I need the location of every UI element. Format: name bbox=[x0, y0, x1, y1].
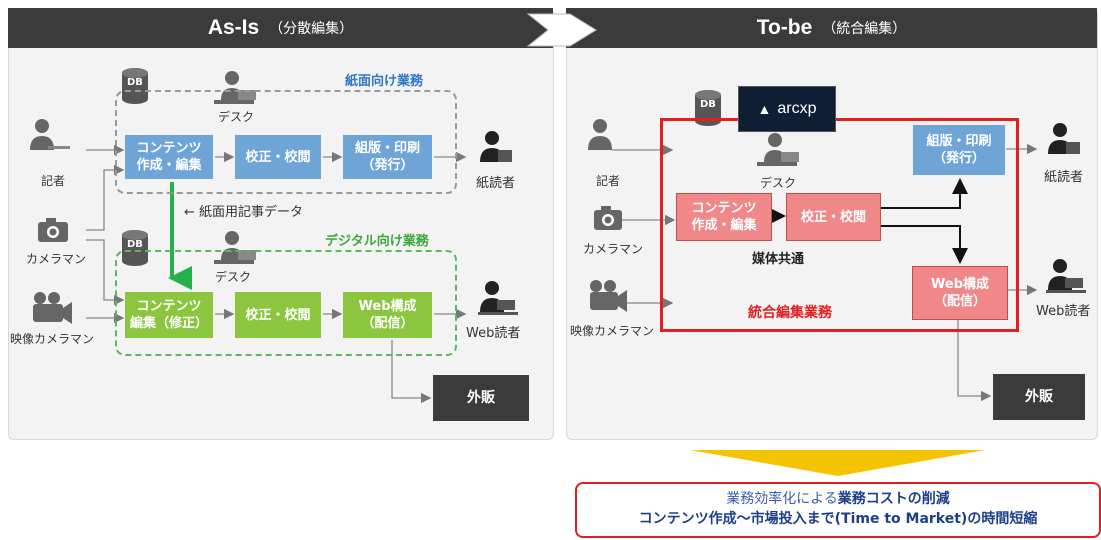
media-common-label: 媒体共通 bbox=[752, 252, 805, 267]
external-sales-label: 外販 bbox=[1025, 388, 1053, 405]
to-be-header: To-be （統合編集） bbox=[566, 8, 1097, 48]
camera-icon bbox=[38, 218, 68, 242]
database-icon bbox=[122, 68, 148, 104]
web-compose-line2: （配信） bbox=[361, 316, 414, 331]
web-compose-line2: （配信） bbox=[933, 294, 986, 309]
proof-label: 校正・校閲 bbox=[245, 307, 311, 323]
typeset-box: 組版・印刷 （発行） bbox=[913, 125, 1005, 175]
video-cameraman-label: 映像カメラマン bbox=[10, 332, 95, 346]
external-sales-box: 外販 bbox=[993, 374, 1085, 420]
digital-workflow-region bbox=[115, 250, 457, 356]
desk-label: デスク bbox=[215, 270, 252, 284]
content-edit-line1: コンテンツ bbox=[136, 299, 202, 314]
reporter-label: 記者 bbox=[41, 174, 66, 188]
database-icon bbox=[122, 230, 148, 266]
reporter-label: 記者 bbox=[596, 174, 621, 188]
db-label: DB bbox=[127, 239, 143, 250]
camera-icon bbox=[594, 206, 622, 230]
content-edit-line2: 編集（修正） bbox=[129, 316, 208, 331]
desk-icon bbox=[757, 133, 799, 166]
typeset-line1: 組版・印刷 bbox=[926, 134, 992, 149]
web-reader-label: Web読者 bbox=[466, 326, 521, 341]
result-line-2: コンテンツ作成～市場投入まで(Time to Market)の時間短縮 bbox=[638, 511, 1038, 527]
reporter-icon bbox=[588, 119, 612, 150]
to-be-subtitle: （統合編集） bbox=[822, 21, 907, 37]
digital-workflow-caption: デジタル向け業務 bbox=[325, 234, 429, 249]
integrated-editing-caption: 統合編集業務 bbox=[748, 305, 832, 321]
integrated-editing-frame bbox=[660, 118, 1019, 332]
paper-workflow-region bbox=[115, 90, 457, 194]
typeset-box: 組版・印刷 （発行） bbox=[343, 135, 432, 179]
content-create-box: コンテンツ 作成・編集 bbox=[676, 193, 772, 241]
paper-workflow-caption: 紙面向け業務 bbox=[345, 74, 424, 89]
proof-label: 校正・校閲 bbox=[245, 149, 311, 165]
transition-arrow-icon bbox=[526, 13, 597, 47]
content-create-line2: 作成・編集 bbox=[691, 218, 757, 233]
typeset-line1: 組版・印刷 bbox=[354, 141, 420, 156]
arcxp-logo-icon: ▲ bbox=[757, 101, 772, 117]
content-create-line1: コンテンツ bbox=[136, 141, 202, 156]
result-line1-prefix: 業務効率化による bbox=[726, 491, 838, 507]
arcxp-logo-text: arcxp bbox=[777, 100, 817, 117]
cameraman-label: カメラマン bbox=[583, 242, 644, 256]
arcxp-logo: ▲ arcxp bbox=[738, 86, 836, 132]
as-is-header: As-Is （分散編集） bbox=[8, 8, 553, 48]
paper-reader-icon bbox=[480, 131, 512, 162]
content-edit-box: コンテンツ 編集（修正） bbox=[125, 292, 213, 338]
video-camera-icon bbox=[590, 280, 627, 312]
reporter-icon bbox=[30, 119, 70, 150]
proof-box: 校正・校閲 bbox=[786, 193, 881, 241]
typeset-line2: （発行） bbox=[932, 151, 985, 166]
paper-reader-label: 紙読者 bbox=[1044, 170, 1084, 185]
content-create-box: コンテンツ 作成・編集 bbox=[125, 135, 213, 179]
as-is-title: As-Is bbox=[207, 16, 260, 39]
web-reader-icon bbox=[1046, 259, 1086, 293]
result-summary-box: 業務効率化による業務コストの削減 コンテンツ作成～市場投入まで(Time to … bbox=[575, 482, 1101, 538]
to-be-title: To-be bbox=[756, 16, 813, 39]
web-reader-label: Web読者 bbox=[1036, 304, 1091, 319]
video-camera-icon bbox=[33, 292, 72, 324]
web-compose-line1: Web構成 bbox=[358, 299, 417, 314]
web-reader-icon bbox=[478, 281, 518, 315]
web-compose-box: Web構成 （配信） bbox=[912, 266, 1008, 320]
content-create-line1: コンテンツ bbox=[691, 201, 757, 216]
desk-label: デスク bbox=[218, 110, 255, 124]
paper-article-data-label: ← 紙面用記事データ bbox=[184, 205, 304, 220]
external-sales-label: 外販 bbox=[467, 389, 495, 406]
result-line-1: 業務効率化による業務コストの削減 bbox=[577, 489, 1099, 509]
external-sales-box: 外販 bbox=[433, 375, 529, 421]
db-label: DB bbox=[700, 99, 716, 110]
video-cameraman-label: 映像カメラマン bbox=[570, 324, 655, 338]
as-is-panel bbox=[8, 8, 554, 440]
cameraman-label: カメラマン bbox=[26, 252, 87, 266]
web-compose-box: Web構成 （配信） bbox=[343, 292, 432, 338]
result-line1-bold: 業務コストの削減 bbox=[837, 491, 950, 507]
db-label: DB bbox=[127, 77, 143, 88]
as-is-subtitle: （分散編集） bbox=[269, 21, 354, 37]
web-compose-line1: Web構成 bbox=[931, 277, 989, 292]
proof-label: 校正・校閲 bbox=[800, 209, 866, 225]
typeset-line2: （発行） bbox=[361, 158, 414, 173]
desk-label: デスク bbox=[760, 176, 797, 190]
proof-box: 校正・校閲 bbox=[235, 292, 321, 338]
content-create-line2: 作成・編集 bbox=[136, 158, 202, 173]
paper-reader-icon bbox=[1048, 123, 1080, 154]
paper-reader-label: 紙読者 bbox=[476, 176, 516, 191]
result-arrow-icon bbox=[690, 450, 985, 476]
proof-box: 校正・校閲 bbox=[235, 135, 321, 179]
